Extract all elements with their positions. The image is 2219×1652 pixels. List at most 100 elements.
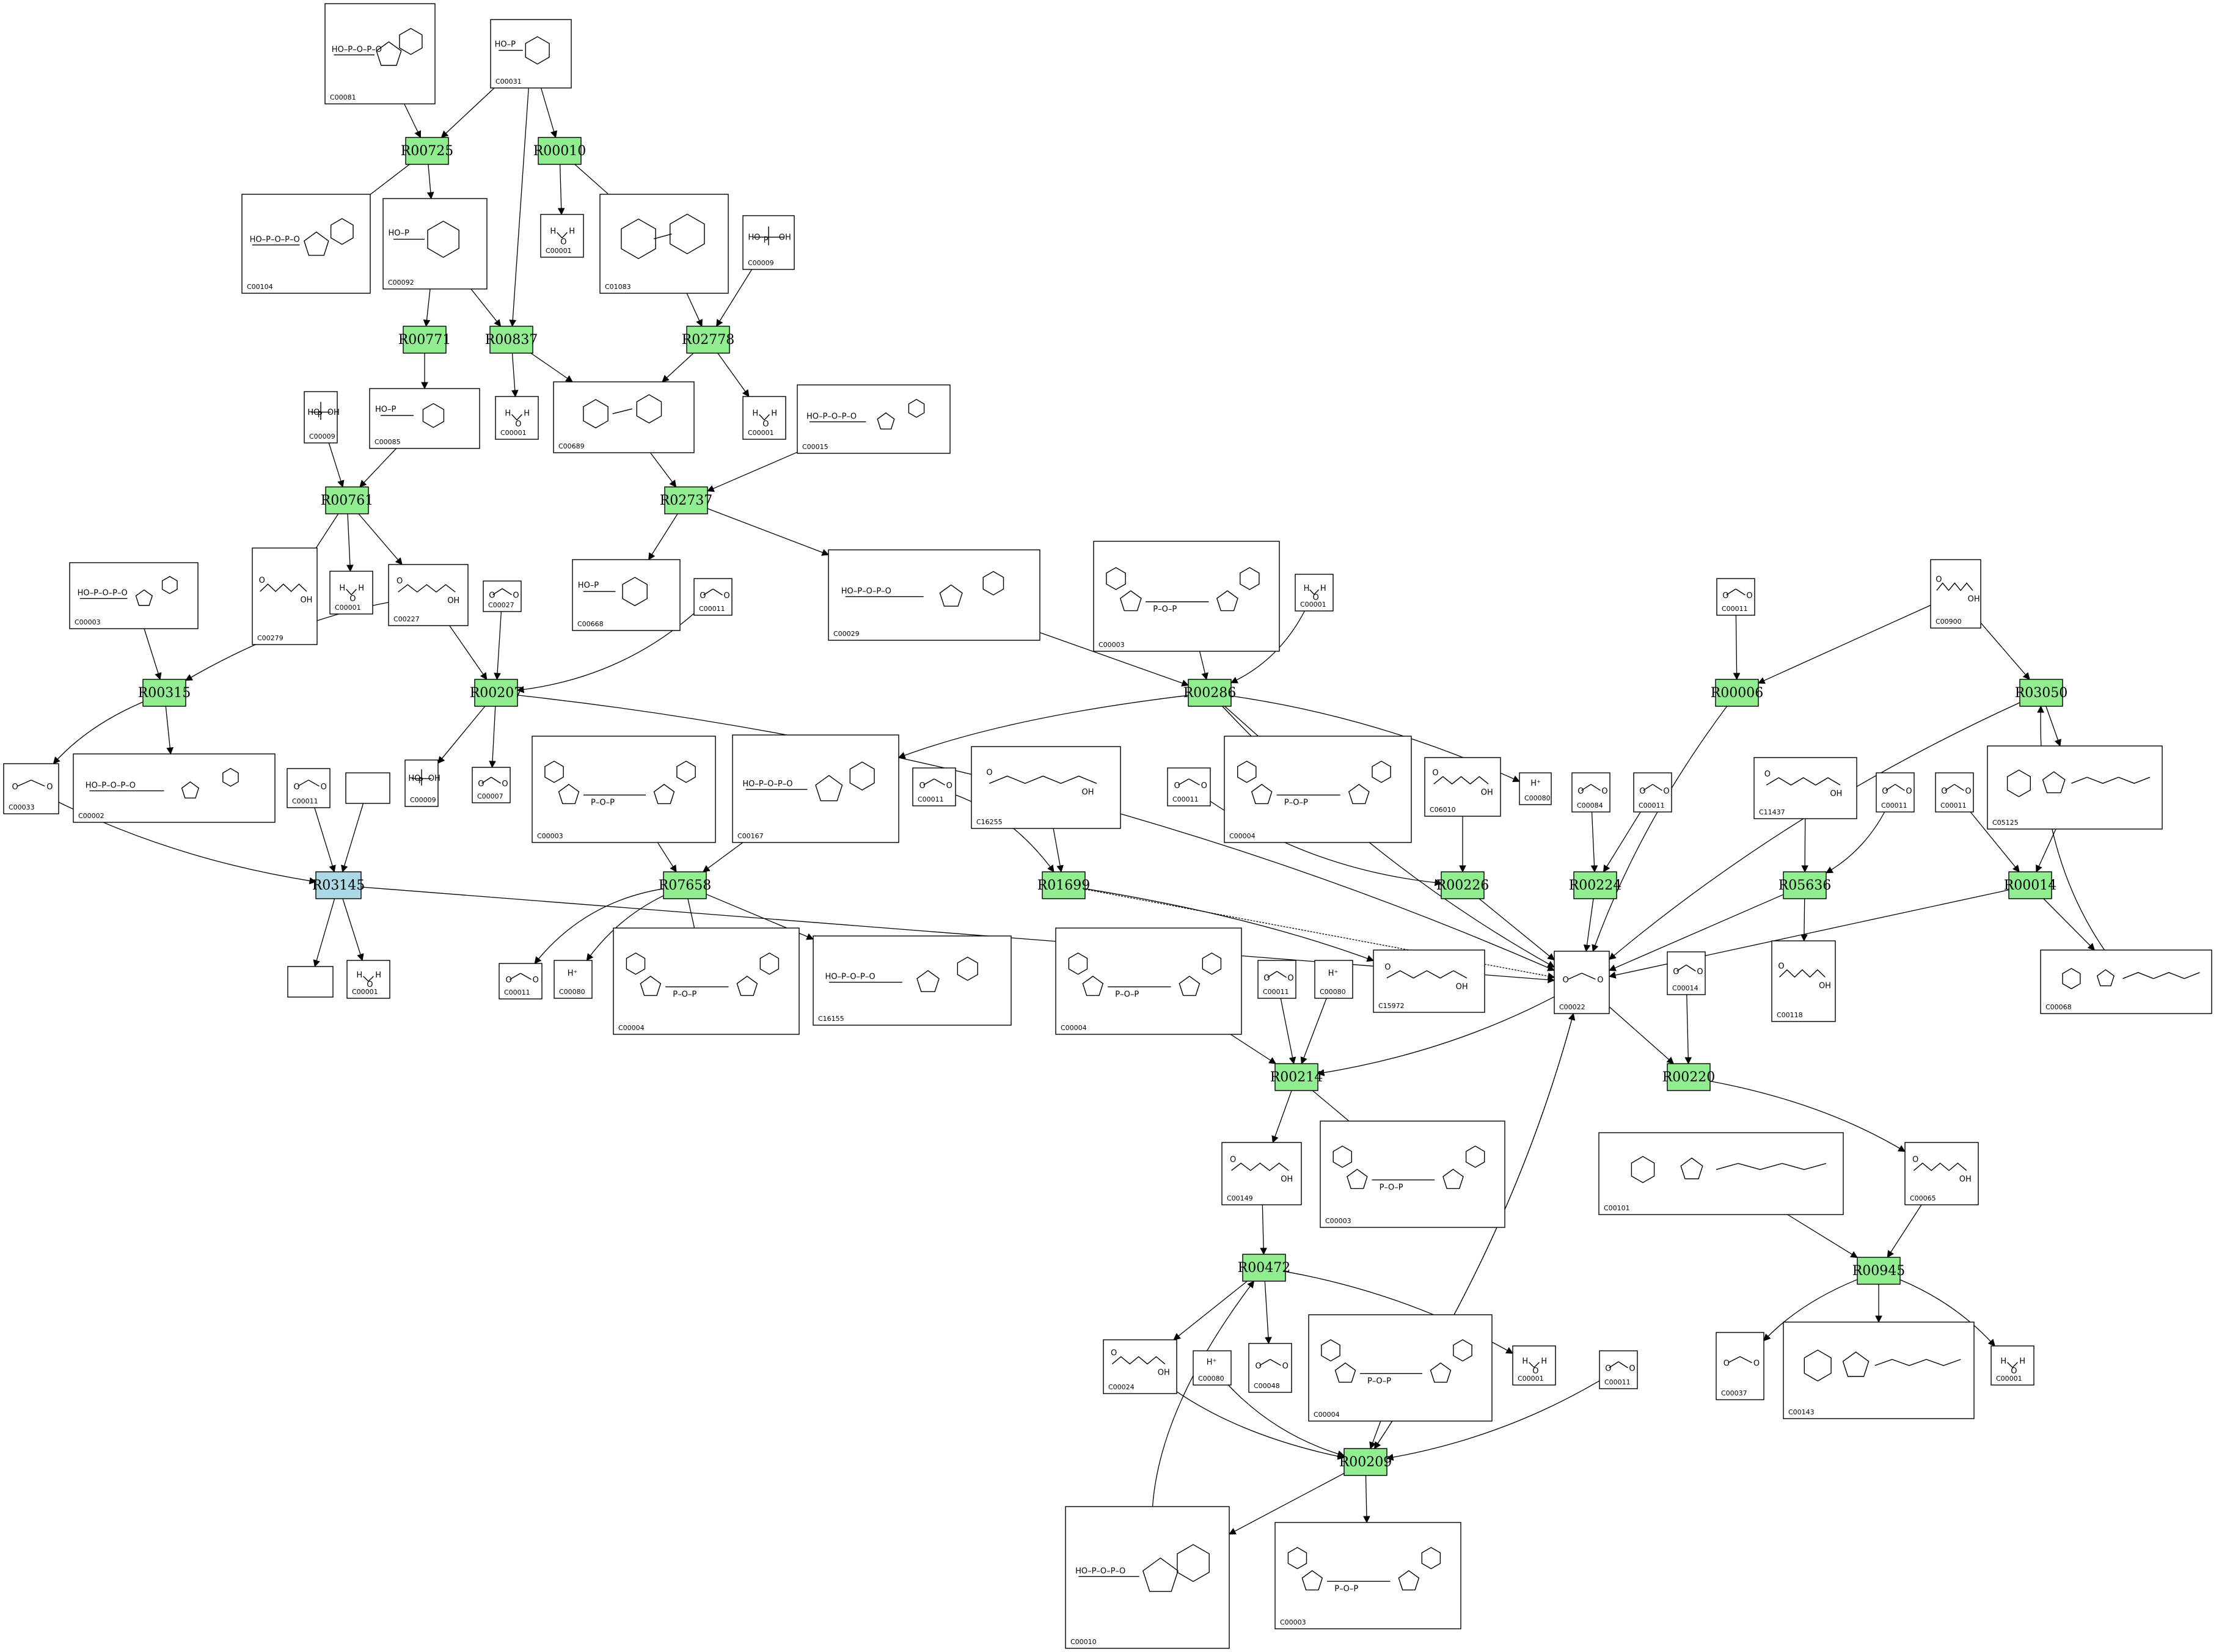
- compound-node[interactable]: [287, 966, 334, 998]
- compound-node[interactable]: H⁺C00080: [1519, 772, 1552, 805]
- reaction-node[interactable]: R00010: [533, 137, 587, 165]
- reaction-node[interactable]: R03050: [2015, 679, 2068, 707]
- compound-node[interactable]: H⁺C00080: [1193, 1350, 1232, 1386]
- reaction-node[interactable]: R00725: [401, 137, 454, 165]
- compound-node[interactable]: C00143: [1783, 1321, 1975, 1419]
- compound-node[interactable]: [345, 772, 390, 804]
- reaction-node[interactable]: R00286: [1183, 679, 1237, 707]
- reaction-node[interactable]: R00315: [138, 679, 191, 707]
- reaction-node[interactable]: R02737: [660, 486, 713, 514]
- reaction-node[interactable]: R01699: [1037, 871, 1091, 899]
- compound-node[interactable]: C01083: [599, 194, 729, 294]
- reaction-node[interactable]: R05636: [1778, 871, 1832, 899]
- reaction-node[interactable]: R07658: [659, 871, 712, 899]
- reaction-node[interactable]: R00224: [1569, 871, 1622, 899]
- reaction-node[interactable]: R00209: [1339, 1448, 1392, 1476]
- reaction-node[interactable]: R00014: [2004, 871, 2057, 899]
- reaction-node[interactable]: R00771: [398, 326, 451, 354]
- compound-node[interactable]: H⁺C00080: [1314, 960, 1353, 999]
- reaction-node[interactable]: R00945: [1852, 1257, 1906, 1285]
- compound-node[interactable]: C05125: [1987, 745, 2163, 830]
- reaction-node[interactable]: R02778: [682, 326, 735, 354]
- reaction-node[interactable]: R00207: [470, 679, 523, 707]
- reaction-node[interactable]: R00226: [1436, 871, 1490, 899]
- reaction-node[interactable]: R00220: [1662, 1063, 1716, 1091]
- compound-node[interactable]: C00068: [2040, 949, 2212, 1014]
- compound-node[interactable]: H⁺C00080: [554, 960, 593, 999]
- compound-node[interactable]: C00101: [1598, 1132, 1844, 1215]
- reaction-node[interactable]: R00214: [1270, 1063, 1323, 1091]
- reaction-node[interactable]: R00006: [1711, 679, 1764, 707]
- reaction-node[interactable]: R00761: [321, 486, 374, 514]
- compound-node[interactable]: C00689: [553, 381, 695, 453]
- reaction-node[interactable]: R00472: [1238, 1254, 1291, 1282]
- reaction-node[interactable]: R00837: [485, 326, 538, 354]
- reaction-node[interactable]: R03145: [312, 871, 365, 899]
- compound-box: [369, 388, 480, 449]
- edge-C00027-to-R00207: [494, 611, 502, 681]
